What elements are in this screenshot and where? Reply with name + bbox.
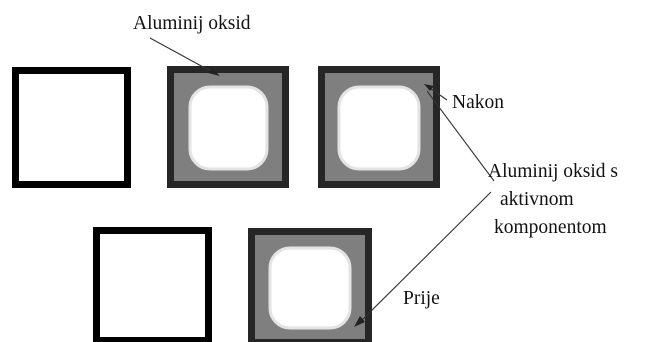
leader-alumina — [149, 37, 220, 76]
active-component-square-after — [318, 66, 440, 188]
label-before: Prije — [403, 288, 440, 309]
label-alumina-active-3: komponentom — [494, 217, 607, 238]
plain-square-top — [12, 67, 131, 188]
label-alumina: Aluminij oksid — [133, 13, 251, 34]
label-alumina-active-2: aktivnom — [500, 189, 574, 210]
plain-square-bottom — [93, 227, 212, 342]
active-component-square-before — [248, 228, 372, 342]
label-alumina-active-1: Aluminij oksid s — [488, 161, 618, 182]
leader-active-to-before — [354, 191, 492, 327]
leader-active-to-after — [426, 90, 495, 182]
leader-after — [424, 84, 448, 101]
alumina-coated-square — [167, 66, 289, 188]
label-after: Nakon — [452, 92, 504, 113]
